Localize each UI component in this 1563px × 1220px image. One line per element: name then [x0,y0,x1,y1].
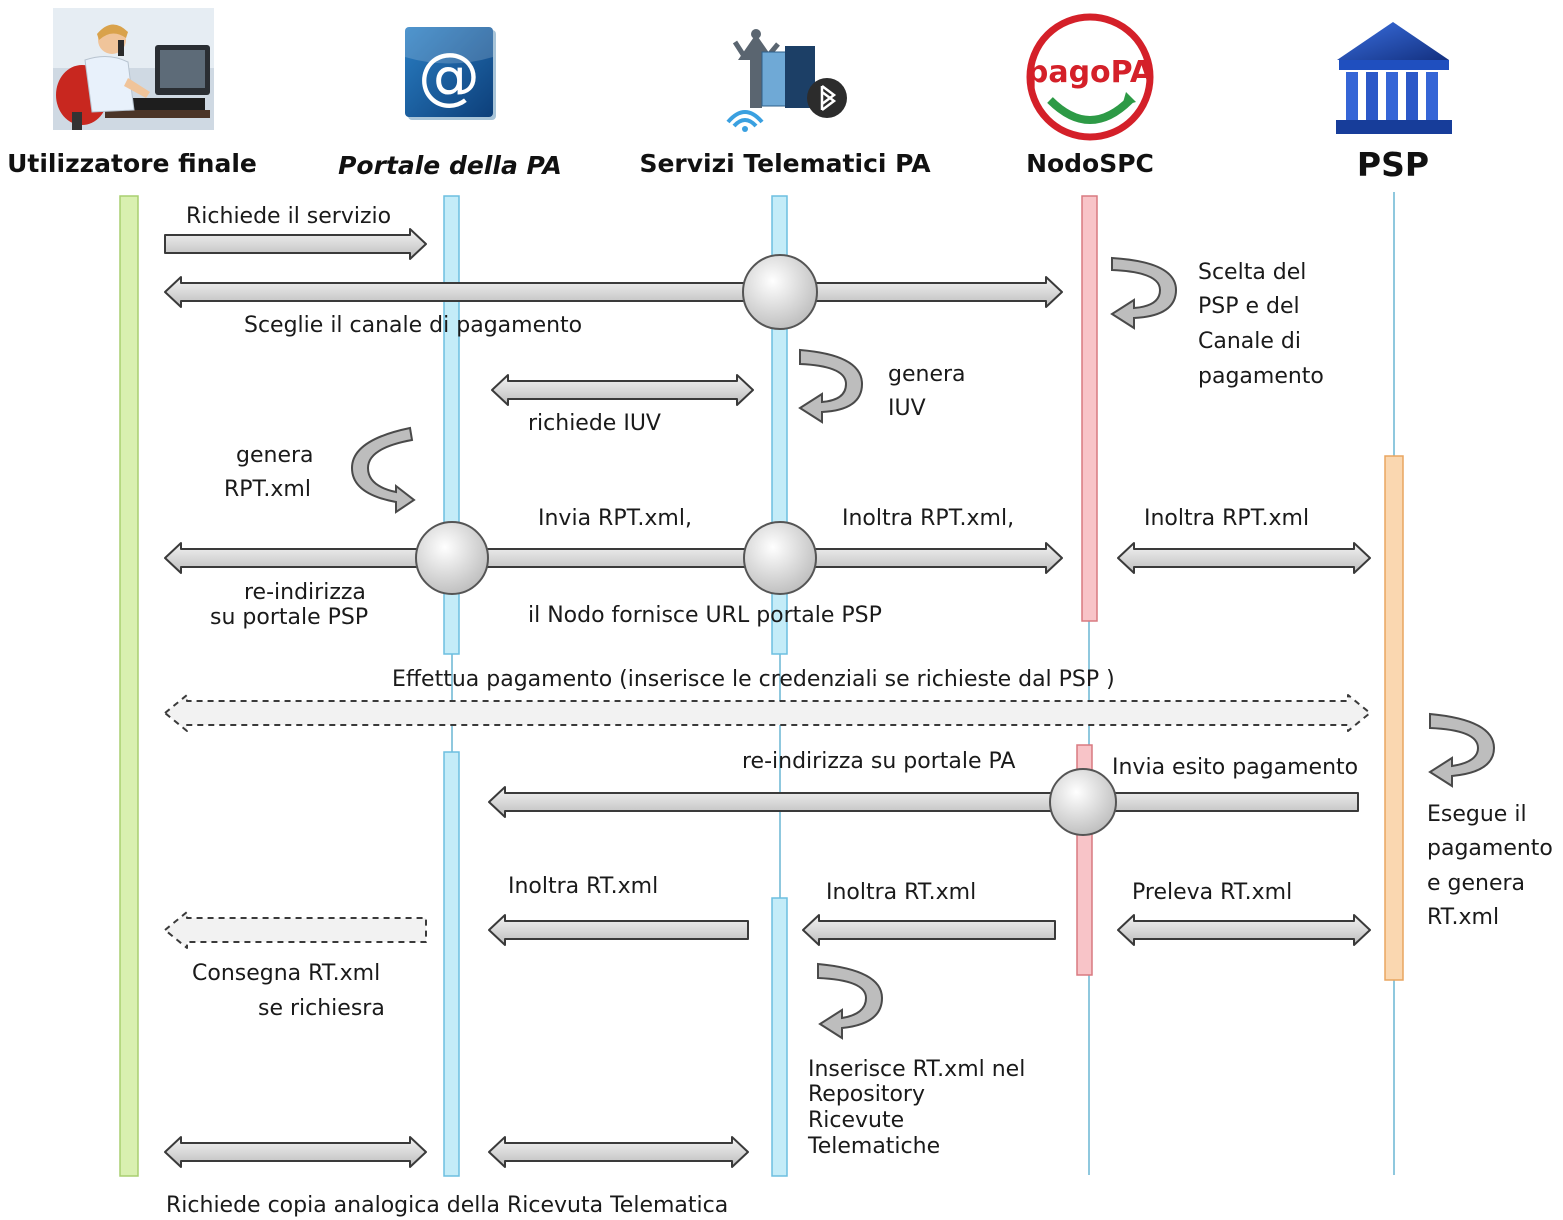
label-esegue-pagamento-4: RT.xml [1427,905,1499,930]
label-esegue-pagamento-1: Esegue il [1427,802,1527,827]
actor-name-utente: Utilizzatore finale [7,149,257,178]
label-reindirizza-psp-2: su portale PSP [210,605,368,630]
label-genera-iuv-1: genera [888,362,966,387]
actor-name-nodo: NodoSPC [1026,149,1154,178]
arrow-consegna-rt [164,911,427,949]
self-loop-arrow-servizi [798,348,864,424]
label-genera-iuv-2: IUV [888,396,926,421]
label-effettua-pagamento: Effettua pagamento (inserisce le credenz… [392,667,1115,692]
self-loop-arrow-psp [1428,712,1496,788]
label-scelta-psp-1: Scelta del [1198,260,1306,285]
arrow-inoltra-rt-portale [488,914,749,946]
label-invia-esito: Invia esito pagamento [1112,755,1358,780]
actor-name-portale: Portale della PA [338,151,562,180]
label-sceglie-canale: Sceglie il canale di pagamento [244,313,582,338]
label-inserisce-rt-3: Ricevute [808,1108,904,1133]
label-inoltra-rt-portale: Inoltra RT.xml [508,874,658,899]
label-inserisce-rt-2: Repository [808,1082,925,1107]
label-scelta-psp-2: PSP e del [1198,294,1300,319]
label-inoltra-rt-servizi: Inoltra RT.xml [826,880,976,905]
self-loop-arrow-nodo [1110,256,1178,330]
arrow-inoltra-rt-servizi [802,914,1056,946]
arrow-reindirizza-pa [488,786,1359,818]
arrow-richiede-iuv [491,374,754,406]
label-scelta-psp-3: Canale di [1198,329,1301,354]
label-esegue-pagamento-2: pagamento [1427,836,1553,861]
label-consegna-rt-2: se richiesra [258,996,385,1021]
label-reindirizza-pa: re-indirizza su portale PA [742,749,1015,774]
arrows-layer [164,228,1371,1168]
activation-bar-portale-2 [443,751,460,1177]
label-nodo-url: il Nodo fornisce URL portale PSP [528,603,882,628]
activation-bar-psp [1384,455,1404,981]
arrow-richiede-servizio [164,228,427,260]
network-services-icon [726,29,847,132]
label-richiede-copia: Richiede copia analogica della Ricevuta … [166,1193,728,1218]
arrow-effettua-pagamento [164,694,1371,732]
junction-circle-nodo [1049,768,1117,836]
actor-name-psp: PSP [1357,145,1429,184]
arrow-rpt-reindirizza [164,542,1063,574]
label-inserisce-rt-4: Telematiche [807,1134,940,1159]
arrow-copia-utente-portale [164,1136,427,1168]
actor-name-servizi: Servizi Telematici PA [639,149,931,178]
label-genera-rpt-1: genera [236,443,314,468]
label-invia-rpt: Invia RPT.xml, [538,506,692,531]
bank-icon [1336,22,1452,134]
activation-bar-servizi-2 [771,897,788,1177]
arrow-sceglie-canale [164,276,1063,308]
label-genera-rpt-2: RPT.xml [224,477,311,502]
junction-circle-servizi-1 [742,254,818,330]
label-inoltra-rpt-nodo: Inoltra RPT.xml, [842,506,1014,531]
arrow-copia-portale-servizi [488,1136,749,1168]
label-consegna-rt-1: Consegna RT.xml [192,961,380,986]
label-richiede-iuv: richiede IUV [528,411,661,436]
arrow-inoltra-rpt-psp [1117,542,1371,574]
pagopa-logo-text: pagoPA [1027,55,1154,90]
junction-circle-servizi-2 [743,521,817,595]
activation-bar-utente [119,195,139,1177]
label-inserisce-rt-1: Inserisce RT.xml nel [808,1057,1025,1082]
self-loop-arrow-servizi-2 [817,962,884,1040]
activation-bar-nodo-1 [1081,195,1098,622]
svg-text:@: @ [418,39,480,112]
label-inoltra-rpt-psp: Inoltra RPT.xml [1144,506,1309,531]
label-scelta-psp-4: pagamento [1198,364,1324,389]
person-at-computer-icon [53,8,214,130]
label-richiede-servizio: Richiede il servizio [186,204,391,229]
junction-circle-portale [415,521,489,595]
label-esegue-pagamento-3: e genera [1427,871,1525,896]
at-sign-icon: @ [405,27,496,120]
pagopa-logo-icon: pagoPA [1026,13,1154,141]
self-loop-arrow-portale [350,426,416,514]
label-reindirizza-psp-1: re-indirizza [244,580,366,605]
arrow-preleva-rt [1117,914,1371,946]
label-preleva-rt: Preleva RT.xml [1132,880,1292,905]
